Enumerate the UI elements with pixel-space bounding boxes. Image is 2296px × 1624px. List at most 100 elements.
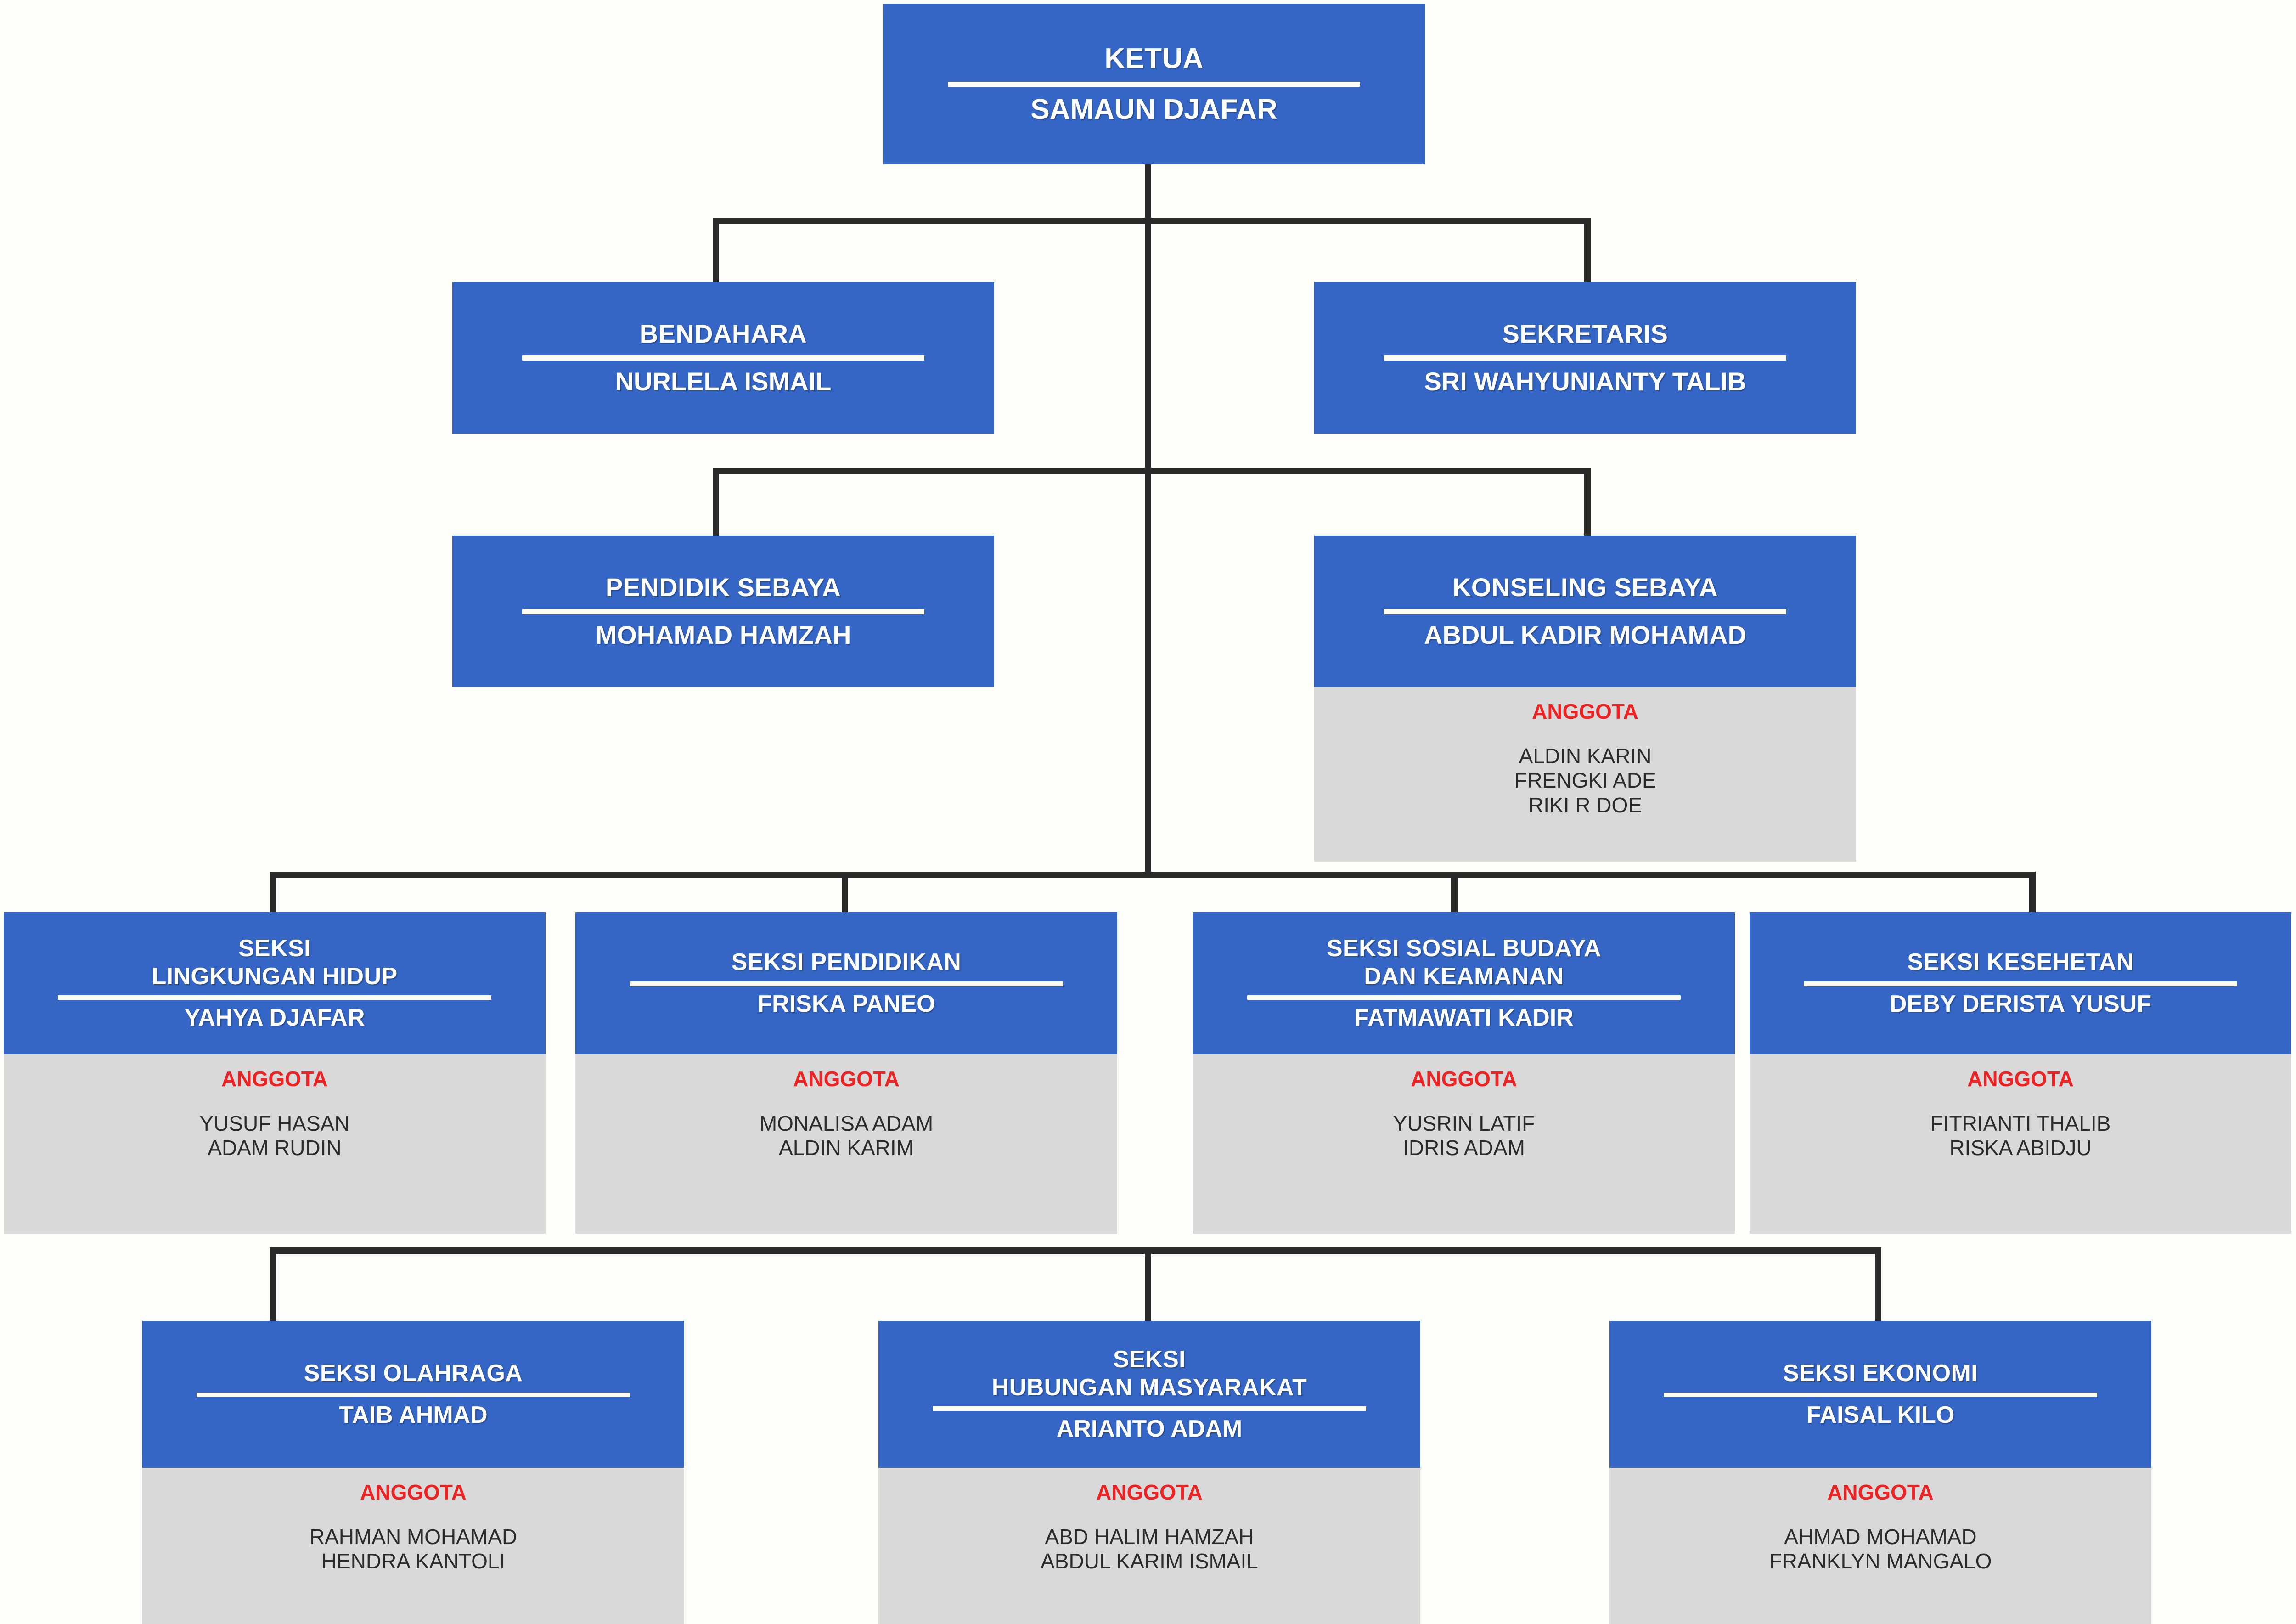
node-seksi-humas[interactable]: SEKSI HUBUNGAN MASYARAKAT ARIANTO ADAM A… (878, 1321, 1420, 1624)
node-seksi-pendidikan-header: SEKSI PENDIDIKAN FRISKA PANEO (575, 912, 1117, 1054)
members-heading: ANGGOTA (360, 1480, 467, 1504)
members-list: ABD HALIM HAMZAH ABDUL KARIM ISMAIL (1041, 1525, 1258, 1574)
node-seksi-olahraga-person: TAIB AHMAD (339, 1401, 488, 1428)
members-list: AHMAD MOHAMAD FRANKLYN MANGALO (1769, 1525, 1992, 1574)
member-name: ALDIN KARIM (779, 1136, 914, 1160)
node-seksi-pendidikan[interactable]: SEKSI PENDIDIKAN FRISKA PANEO ANGGOTA MO… (575, 912, 1117, 1234)
node-konseling-sebaya-members: ANGGOTA ALDIN KARIN FRENGKI ADE RIKI R D… (1314, 687, 1856, 862)
title-line-1: SEKSI (1113, 1346, 1186, 1373)
members-heading: ANGGOTA (793, 1067, 900, 1091)
member-name: IDRIS ADAM (1403, 1136, 1525, 1160)
member-name: ABDUL KARIM ISMAIL (1041, 1549, 1258, 1573)
members-list: FITRIANTI THALIB RISKA ABIDJU (1930, 1111, 2111, 1161)
node-ketua[interactable]: KETUA SAMAUN DJAFAR (883, 4, 1425, 164)
node-bendahara-title: BENDAHARA (639, 319, 807, 349)
connector-bar-level5 (270, 1247, 1881, 1254)
divider-rule (522, 355, 924, 361)
member-name: MONALISA ADAM (759, 1111, 934, 1135)
title-line-2: DAN KEAMANAN (1364, 963, 1564, 990)
connector-bar-level2 (713, 218, 1591, 224)
node-seksi-pendidikan-title: SEKSI PENDIDIKAN (731, 949, 962, 976)
members-list: MONALISA ADAM ALDIN KARIM (760, 1111, 933, 1161)
members-list: YUSRIN LATIF IDRIS ADAM (1393, 1111, 1535, 1161)
node-konseling-sebaya-title: KONSELING SEBAYA (1452, 573, 1718, 602)
divider-rule (947, 82, 1361, 87)
connector-spine-main (1145, 163, 1151, 875)
members-list: RAHMAN MOHAMAD HENDRA KANTOLI (310, 1525, 517, 1574)
connector-drop-konseling-sebaya (1584, 468, 1591, 536)
node-konseling-sebaya[interactable]: KONSELING SEBAYA ABDUL KADIR MOHAMAD ANG… (1314, 536, 1856, 862)
members-heading: ANGGOTA (1411, 1067, 1517, 1091)
divider-rule (196, 1392, 630, 1397)
node-seksi-ekonomi-header: SEKSI EKONOMI FAISAL KILO (1609, 1321, 2151, 1468)
node-seksi-ekonomi[interactable]: SEKSI EKONOMI FAISAL KILO ANGGOTA AHMAD … (1609, 1321, 2151, 1624)
node-seksi-kesehetan-members: ANGGOTA FITRIANTI THALIB RISKA ABIDJU (1750, 1054, 2291, 1234)
divider-rule (57, 995, 492, 1000)
member-name: FITRIANTI THALIB (1930, 1111, 2111, 1135)
connector-drop-bendahara (713, 218, 719, 282)
member-name: YUSUF HASAN (199, 1111, 350, 1135)
title-line-2: HUBUNGAN MASYARAKAT (991, 1374, 1307, 1401)
node-sekretaris[interactable]: SEKRETARIS SRI WAHYUNIANTY TALIB (1314, 282, 1856, 434)
node-seksi-kesehetan[interactable]: SEKSI KESEHETAN DEBY DERISTA YUSUF ANGGO… (1750, 912, 2291, 1234)
node-seksi-sosial-budaya-person: FATMAWATI KADIR (1354, 1004, 1574, 1032)
connector-drop-sekretaris (1584, 218, 1591, 282)
node-seksi-kesehetan-header: SEKSI KESEHETAN DEBY DERISTA YUSUF (1750, 912, 2291, 1054)
node-pendidik-sebaya[interactable]: PENDIDIK SEBAYA MOHAMAD HAMZAH (452, 536, 994, 687)
member-name: AHMAD MOHAMAD (1784, 1525, 1977, 1549)
node-bendahara-person: NURLELA ISMAIL (615, 367, 832, 396)
members-list: ALDIN KARIN FRENGKI ADE RIKI R DOE (1514, 744, 1656, 818)
node-seksi-ekonomi-person: FAISAL KILO (1806, 1401, 1955, 1428)
members-heading: ANGGOTA (1096, 1480, 1203, 1504)
members-heading: ANGGOTA (221, 1067, 328, 1091)
divider-rule (1663, 1392, 2098, 1397)
node-seksi-sosial-budaya[interactable]: SEKSI SOSIAL BUDAYA DAN KEAMANAN FATMAWA… (1193, 912, 1735, 1234)
node-seksi-lingkungan-hidup[interactable]: SEKSI LINGKUNGAN HIDUP YAHYA DJAFAR ANGG… (4, 912, 546, 1234)
node-sekretaris-title: SEKRETARIS (1502, 319, 1668, 349)
node-ketua-person: SAMAUN DJAFAR (1030, 94, 1277, 126)
node-seksi-kesehetan-person: DEBY DERISTA YUSUF (1889, 990, 2152, 1017)
node-seksi-olahraga-members: ANGGOTA RAHMAN MOHAMAD HENDRA KANTOLI (142, 1468, 684, 1624)
node-sekretaris-header: SEKRETARIS SRI WAHYUNIANTY TALIB (1314, 282, 1856, 434)
divider-rule (629, 981, 1064, 986)
node-seksi-olahraga-header: SEKSI OLAHRAGA TAIB AHMAD (142, 1321, 684, 1468)
connector-drop-seksi-sosial-budaya (1451, 872, 1458, 912)
member-name: RISKA ABIDJU (1949, 1136, 2092, 1160)
connector-drop-seksi-lingkungan-hidup (270, 872, 276, 912)
node-pendidik-sebaya-title: PENDIDIK SEBAYA (605, 573, 841, 602)
divider-rule (522, 609, 924, 615)
node-seksi-sosial-budaya-header: SEKSI SOSIAL BUDAYA DAN KEAMANAN FATMAWA… (1193, 912, 1735, 1054)
node-seksi-humas-person: ARIANTO ADAM (1056, 1415, 1243, 1443)
members-heading: ANGGOTA (1967, 1067, 2074, 1091)
node-konseling-sebaya-header: KONSELING SEBAYA ABDUL KADIR MOHAMAD (1314, 536, 1856, 687)
member-name: HENDRA KANTOLI (321, 1549, 506, 1573)
divider-rule (1247, 995, 1681, 1000)
node-seksi-sosial-budaya-title: SEKSI SOSIAL BUDAYA DAN KEAMANAN (1327, 935, 1601, 991)
node-seksi-olahraga[interactable]: SEKSI OLAHRAGA TAIB AHMAD ANGGOTA RAHMAN… (142, 1321, 684, 1624)
node-seksi-humas-members: ANGGOTA ABD HALIM HAMZAH ABDUL KARIM ISM… (878, 1468, 1420, 1624)
divider-rule (932, 1406, 1367, 1411)
member-name: ADAM RUDIN (208, 1136, 342, 1160)
node-seksi-lingkungan-hidup-members: ANGGOTA YUSUF HASAN ADAM RUDIN (4, 1054, 546, 1234)
node-bendahara[interactable]: BENDAHARA NURLELA ISMAIL (452, 282, 994, 434)
node-seksi-humas-title: SEKSI HUBUNGAN MASYARAKAT (992, 1346, 1307, 1402)
member-name: YUSRIN LATIF (1393, 1111, 1535, 1135)
node-seksi-kesehetan-title: SEKSI KESEHETAN (1907, 949, 2134, 976)
node-pendidik-sebaya-person: MOHAMAD HAMZAH (595, 620, 851, 650)
node-konseling-sebaya-person: ABDUL KADIR MOHAMAD (1424, 620, 1747, 650)
title-line-2: LINGKUNGAN HIDUP (152, 963, 398, 990)
node-pendidik-sebaya-header: PENDIDIK SEBAYA MOHAMAD HAMZAH (452, 536, 994, 687)
members-heading: ANGGOTA (1827, 1480, 1934, 1504)
node-sekretaris-person: SRI WAHYUNIANTY TALIB (1424, 367, 1746, 396)
member-name: ALDIN KARIN (1519, 744, 1652, 768)
node-seksi-ekonomi-title: SEKSI EKONOMI (1783, 1360, 1978, 1387)
node-seksi-lingkungan-hidup-person: YAHYA DJAFAR (184, 1004, 365, 1032)
node-seksi-olahraga-title: SEKSI OLAHRAGA (304, 1360, 523, 1387)
node-seksi-pendidikan-members: ANGGOTA MONALISA ADAM ALDIN KARIM (575, 1054, 1117, 1234)
title-line-1: SEKSI SOSIAL BUDAYA (1326, 935, 1602, 962)
connector-bar-level4 (270, 872, 2036, 878)
connector-drop-seksi-humas (1145, 1247, 1151, 1321)
title-line-1: SEKSI (238, 935, 311, 962)
connector-drop-pendidik-sebaya (713, 468, 719, 536)
